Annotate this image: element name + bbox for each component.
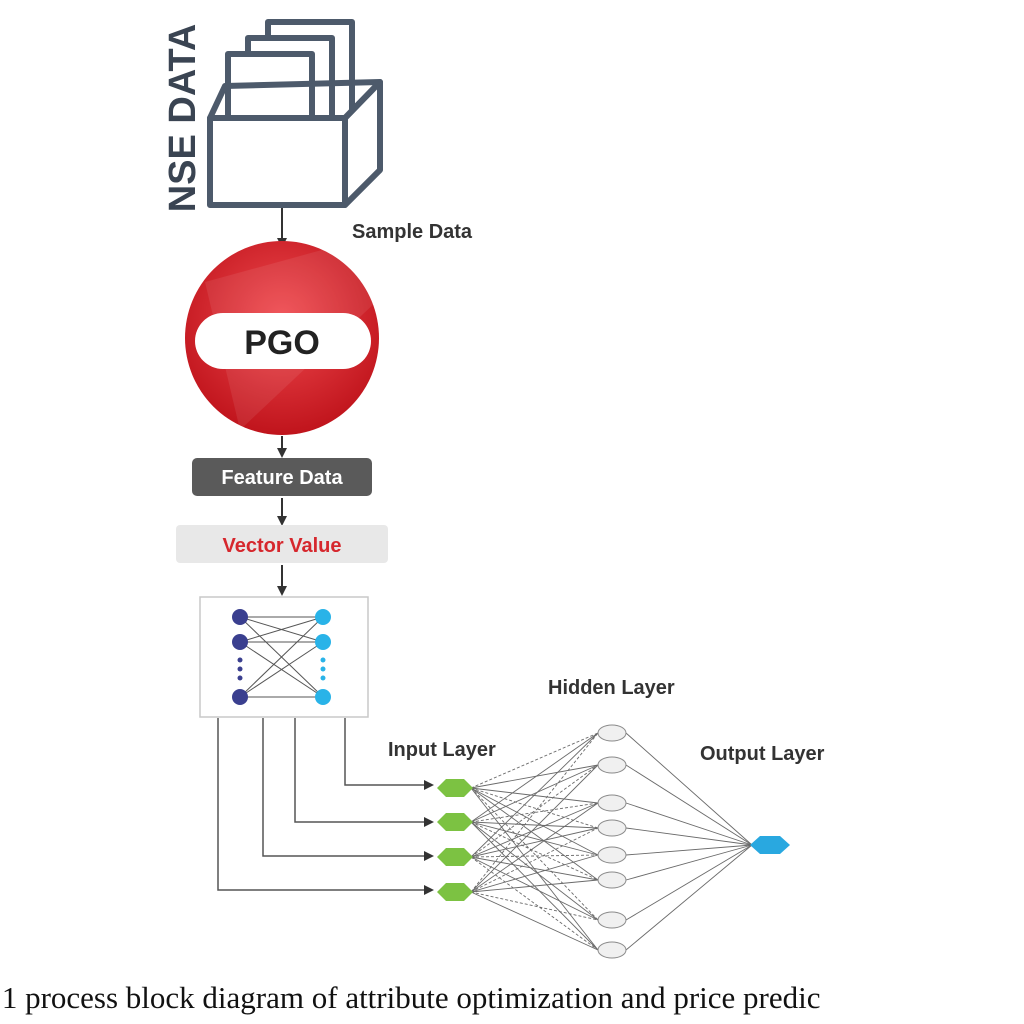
hidden-output-edge: [625, 844, 753, 881]
input-hidden-edge: [470, 787, 599, 856]
input-hidden-edge: [470, 764, 599, 823]
output-layer-label: Output Layer: [700, 743, 825, 765]
neural-network: [437, 724, 790, 959]
nse-data-label: NSE DATA: [162, 24, 204, 213]
input-hidden-edge: [470, 891, 599, 951]
input-hidden-edge: [470, 827, 599, 893]
input-layer-label: Input Layer: [388, 739, 496, 761]
nse-data-box-icon: [207, 19, 383, 208]
sample-data-label: Sample Data: [352, 221, 473, 243]
input-hidden-edge: [470, 891, 599, 921]
hidden-node: [597, 724, 627, 742]
hidden-output-edge: [625, 802, 753, 846]
hidden-node: [597, 819, 627, 837]
hidden-layer-label: Hidden Layer: [548, 677, 675, 699]
input-node: [437, 848, 473, 866]
input-hidden-edge: [470, 787, 599, 921]
output-node: [750, 836, 790, 854]
network-to-input-connectors: [217, 718, 434, 895]
hidden-output-edge: [625, 844, 753, 951]
input-hidden-edge: [470, 856, 599, 921]
hidden-node: [597, 871, 627, 889]
mini-network-box: [199, 596, 369, 718]
vector-value-label: Vector Value: [223, 535, 342, 557]
input-hidden-edge: [470, 854, 599, 893]
input-hidden-edge: [470, 732, 599, 858]
input-hidden-edge: [470, 764, 599, 858]
feature-data-box: Feature Data: [192, 458, 372, 496]
hidden-output-edge: [625, 844, 753, 856]
input-hidden-edge: [470, 787, 599, 881]
input-node: [437, 779, 473, 797]
network-nodes: [437, 724, 790, 959]
network-edges: [470, 732, 753, 951]
input-hidden-edge: [470, 787, 599, 829]
input-hidden-edge: [470, 879, 599, 893]
input-node: [437, 813, 473, 831]
input-hidden-edge: [470, 821, 599, 856]
vector-value-box: Vector Value: [176, 525, 388, 563]
pgo-label: PGO: [244, 324, 320, 362]
input-hidden-edge: [470, 856, 599, 881]
hidden-output-edge: [625, 732, 753, 846]
figure-caption-text: re 1 process block diagram of attribute …: [0, 980, 821, 1015]
input-hidden-edge: [470, 854, 599, 858]
input-hidden-edge: [470, 732, 599, 789]
input-node: [437, 883, 473, 901]
hidden-node: [597, 756, 627, 774]
input-hidden-edge: [470, 821, 599, 881]
hidden-node: [597, 794, 627, 812]
input-hidden-edge: [470, 732, 599, 823]
input-hidden-edge: [470, 827, 599, 858]
input-hidden-edge: [470, 764, 599, 893]
input-hidden-edge: [470, 764, 599, 789]
input-hidden-edge: [470, 856, 599, 951]
hidden-output-edge: [625, 844, 753, 921]
hidden-node: [597, 911, 627, 929]
input-hidden-edge: [470, 732, 599, 893]
input-hidden-edge: [470, 802, 599, 858]
input-hidden-edge: [470, 802, 599, 893]
hidden-output-edge: [625, 764, 753, 846]
pgo-optimizer-node: PGO: [185, 241, 379, 435]
input-hidden-edge: [470, 821, 599, 921]
feature-data-label: Feature Data: [221, 467, 343, 489]
hidden-node: [597, 941, 627, 959]
input-hidden-edge: [470, 787, 599, 951]
figure-caption: re 1 process block diagram of attribute …: [0, 976, 1024, 1024]
hidden-output-edge: [625, 827, 753, 846]
hidden-node: [597, 846, 627, 864]
input-hidden-edge: [470, 802, 599, 823]
input-hidden-edge: [470, 821, 599, 829]
